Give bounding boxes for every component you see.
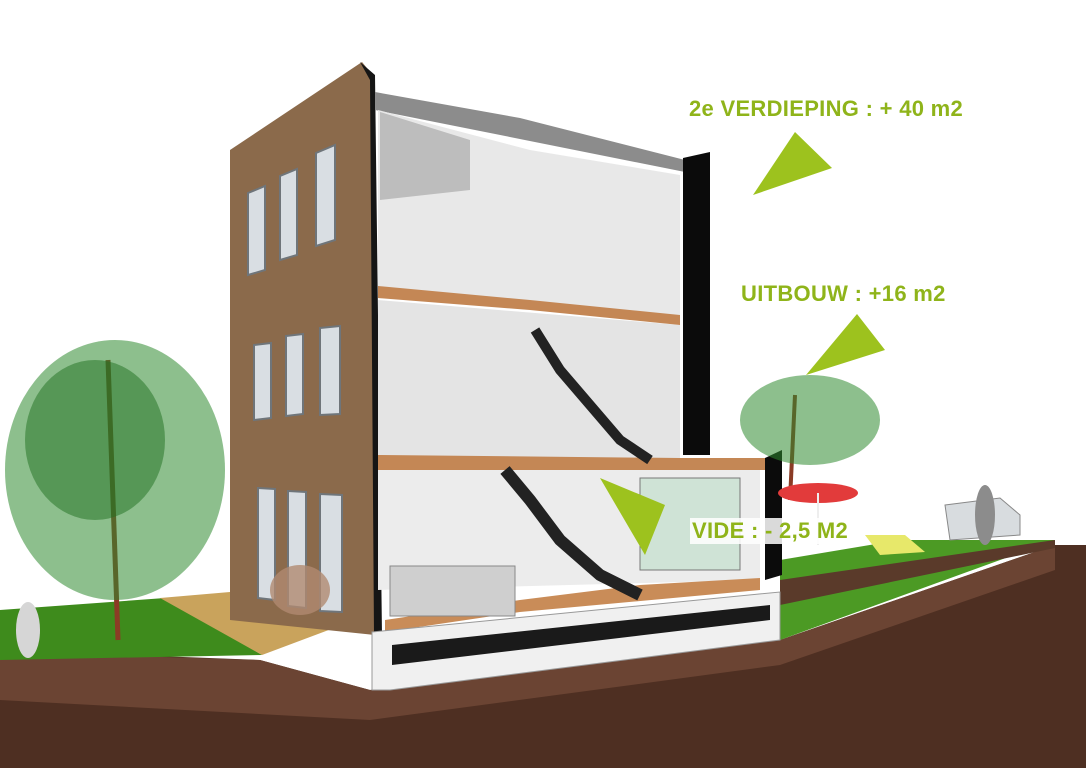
label-void: VIDE : - 2,5 M2 (690, 518, 851, 544)
tree-right (740, 375, 880, 501)
window (319, 324, 341, 417)
window (315, 143, 336, 248)
basement-void (392, 605, 770, 665)
ground-floor-wood (385, 578, 760, 632)
person-child (16, 602, 40, 658)
middle-floor-room (378, 300, 680, 460)
tree-left (5, 340, 225, 641)
sun-lounger (865, 535, 925, 555)
soil-front (0, 545, 1055, 720)
floor-slab-1 (378, 455, 780, 470)
window (279, 167, 298, 262)
rear-wall (683, 152, 710, 455)
stair-lower (500, 466, 643, 601)
roof-slab (375, 92, 685, 172)
brick-facade (230, 62, 382, 636)
grass-left (0, 598, 262, 660)
people-on-deck (270, 565, 330, 615)
facade-windows (247, 143, 343, 614)
floor-slab-2 (378, 286, 680, 325)
wood-deck (160, 592, 350, 655)
arrow-uitbouw (806, 314, 885, 375)
extension-wall (765, 450, 782, 580)
label-second-floor: 2e VERDIEPING : + 40 m2 (689, 96, 964, 121)
label-extension: UITBOUW : +16 m2 (741, 281, 946, 306)
stair-upper (530, 327, 653, 465)
arrow-vide (600, 478, 665, 555)
window (253, 341, 272, 422)
window (247, 184, 266, 277)
brick-edge (360, 62, 382, 636)
grass-right (780, 540, 1055, 640)
right-plinth (780, 540, 1055, 605)
tree-crown (740, 375, 880, 465)
top-ceiling-shadow (380, 112, 470, 200)
arrow-2e-verdieping (753, 132, 832, 195)
kitchen-counter (389, 565, 516, 617)
window (285, 332, 304, 418)
tree-crown (25, 360, 165, 520)
ground (0, 540, 1086, 768)
person-standing (975, 485, 995, 545)
interior-section (371, 92, 782, 691)
